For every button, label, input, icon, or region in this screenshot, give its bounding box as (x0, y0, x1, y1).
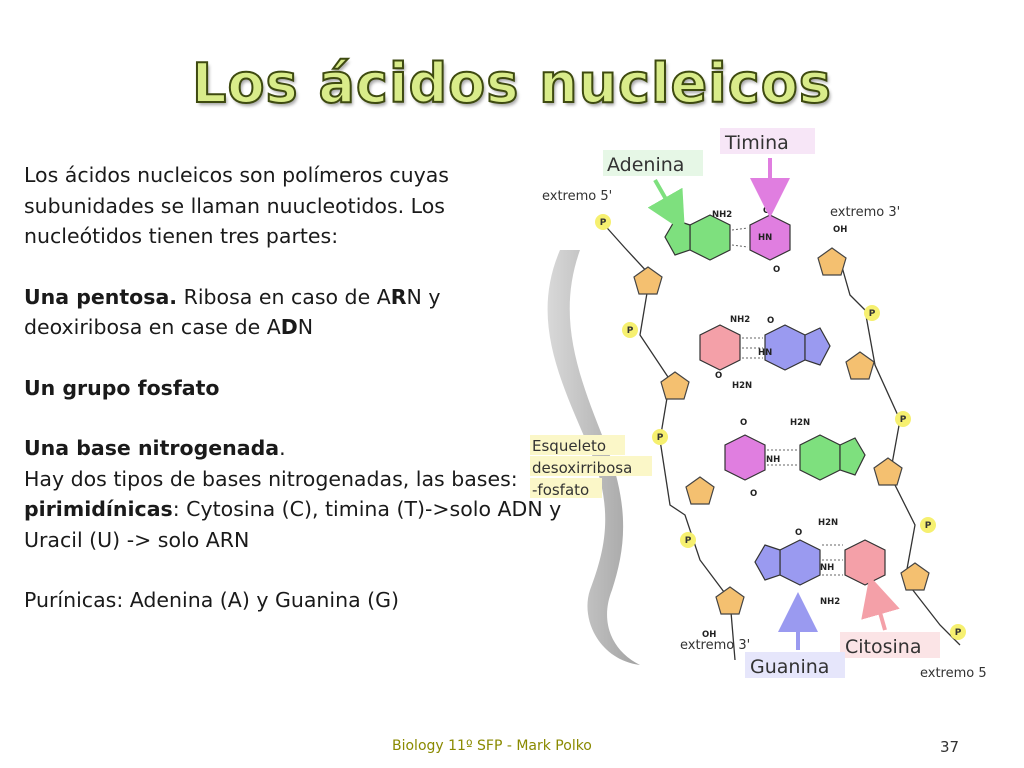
phosphate-label: P (657, 433, 664, 443)
hydrogen-bonds (731, 227, 843, 576)
base-paragraph: Una base nitrogenada. Hay dos tipos de ba… (24, 433, 564, 555)
extremo-3-top-label: extremo 3' (830, 205, 900, 220)
pentosa-paragraph: Una pentosa. Ribosa en caso de ARN y deo… (24, 282, 564, 343)
pentosa-heading: Una pentosa. (24, 284, 178, 309)
atom-label: NH2 (730, 315, 750, 325)
phosphate-label: P (955, 628, 962, 638)
phosphate-label: P (685, 536, 692, 546)
atom-label: O (773, 265, 780, 275)
phosphate-label: P (925, 521, 932, 531)
atom-label: H2N (732, 381, 752, 391)
body-text: Los ácidos nucleicos son polímeros cuyas… (24, 160, 564, 616)
atom-label: O (715, 371, 722, 381)
atom-label: O (750, 489, 757, 499)
base-line-2: Hay dos tipos de bases nitrogenadas, las… (24, 466, 518, 491)
adenina-label: Adenina (607, 154, 684, 176)
atom-label: O (740, 418, 747, 428)
fosfato-label: -fosfato (532, 481, 589, 499)
guanine-base (764, 324, 831, 371)
adenina-arrow (647, 179, 685, 233)
extremo-5-bottom-label: extremo 5 (920, 666, 987, 681)
phosphate-label: P (627, 326, 634, 336)
sugar-group (633, 247, 930, 615)
right-backbone (839, 259, 961, 646)
atom-label: O (767, 316, 774, 326)
guanina-label: Guanina (750, 656, 829, 678)
fosfato-heading: Un grupo fosfato (24, 373, 564, 404)
pentosa-r: R (390, 284, 407, 309)
cytosine-base (844, 539, 886, 586)
phosphate-label: P (869, 309, 876, 319)
thymine-base (724, 434, 766, 481)
base-dot: . (279, 436, 286, 460)
slide-title: Los ácidos nucleicos (191, 51, 832, 116)
esqueleto-label: Esqueleto (532, 437, 606, 455)
timina-label: Timina (724, 132, 789, 154)
adenine-base (799, 434, 866, 481)
footer-text: Biology 11º SFP - Mark Polko (392, 738, 592, 754)
desoxirribosa-label: desoxirribosa (532, 459, 632, 477)
phosphate-label: P (900, 415, 907, 425)
atom-label: OH (702, 630, 716, 640)
purinicas-paragraph: Purínicas: Adenina (A) y Guanina (G) (24, 588, 400, 612)
phosphate-label: P (600, 218, 607, 228)
atom-label: NH (820, 563, 834, 573)
extremo-3-bottom-label: extremo 3' (680, 638, 750, 653)
pirimidinicas-heading: pirimidínicas (24, 497, 173, 521)
citosina-arrow (861, 575, 900, 631)
atom-label: HN (758, 348, 772, 358)
guanine-base (754, 539, 821, 586)
dna-structure-diagram: P P P P P P P P (530, 128, 987, 681)
atom-label: NH2 (712, 210, 732, 220)
atom-label: HN (758, 233, 772, 243)
atom-label: NH2 (820, 597, 840, 607)
base-heading: Una base nitrogenada (24, 436, 280, 460)
extremo-5-top-label: extremo 5' (542, 189, 612, 204)
fosfato-label: Un grupo fosfato (24, 375, 220, 400)
citosina-label: Citosina (845, 636, 921, 658)
atom-label: O (795, 528, 802, 538)
pentosa-text-3: N (297, 315, 314, 339)
page-number: 37 (940, 738, 960, 756)
atom-label: NH (766, 455, 780, 465)
cytosine-base (699, 324, 741, 371)
pentosa-text-1: Ribosa en caso de A (177, 284, 391, 309)
thymine-base (749, 214, 791, 261)
atom-label: OH (833, 225, 847, 235)
atom-label: O (763, 206, 770, 216)
adenine-base (664, 214, 731, 261)
pentosa-text-2: N y deoxiribosa en case de A (24, 284, 441, 340)
intro-paragraph: Los ácidos nucleicos son polímeros cuyas… (24, 163, 449, 248)
atom-label: H2N (790, 418, 810, 428)
pentosa-d: D (280, 315, 298, 339)
pirimidinicas-text: : Cytosina (C), timina (T)->solo ADN y U… (24, 497, 562, 552)
atom-label: H2N (818, 518, 838, 528)
phosphate-group (595, 214, 966, 640)
